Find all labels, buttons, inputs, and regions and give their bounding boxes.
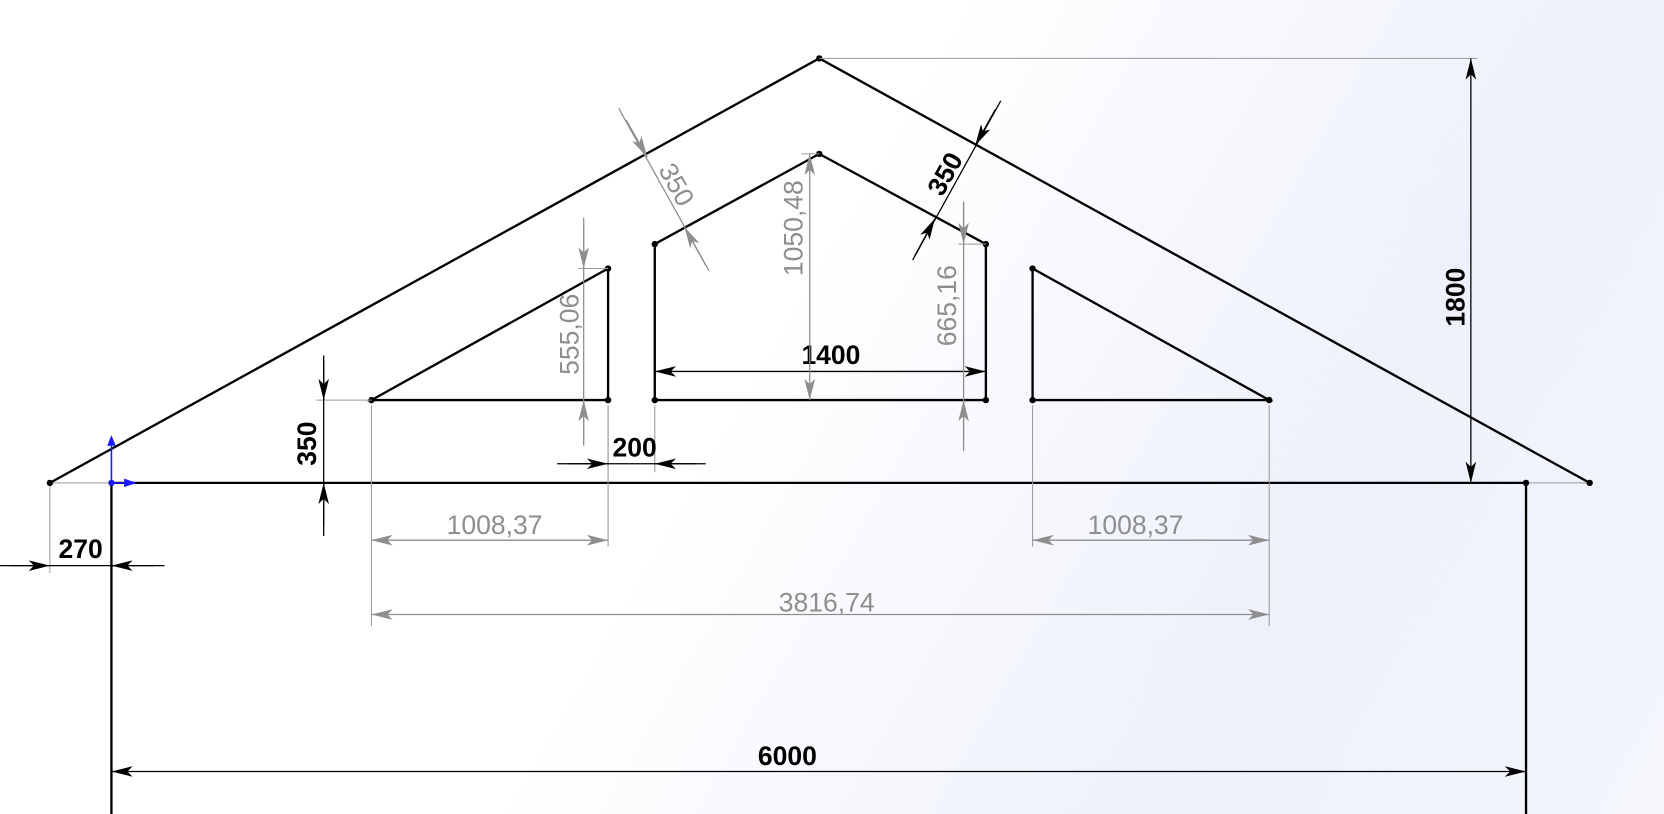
dimension-text: 200 xyxy=(612,432,656,462)
dimension-text: 350 xyxy=(653,158,701,211)
center-pentagon-cutout[interactable] xyxy=(653,152,988,402)
dimension-left-base[interactable]: 1008,37 xyxy=(371,405,609,547)
dimension-text: 350 xyxy=(921,147,969,200)
dimension-height-total[interactable]: 1800 xyxy=(819,57,1478,483)
dimension-text: 1008,37 xyxy=(1088,510,1184,540)
dimension-overall-base[interactable]: 3816,74 xyxy=(370,405,1270,627)
dimension-gap[interactable]: 200 xyxy=(557,405,706,473)
dimension-sill-height[interactable]: 350 xyxy=(292,355,372,536)
dimension-roof-offset-left[interactable]: 350 xyxy=(618,107,710,271)
dimension-right-base[interactable]: 1008,37 xyxy=(1032,405,1270,547)
dimension-text: 1800 xyxy=(1440,268,1470,327)
sketch-points xyxy=(46,55,1593,487)
right-triangle-cutout[interactable] xyxy=(1031,266,1274,402)
dimension-text: 270 xyxy=(59,534,103,564)
dimension-text: 555,06 xyxy=(554,294,584,375)
dimension-center-height[interactable]: 1050,48 xyxy=(778,153,820,401)
dimension-left-height[interactable]: 555,06 xyxy=(554,217,609,446)
dimension-text: 1008,37 xyxy=(447,510,543,540)
dimension-text: 3816,74 xyxy=(779,587,875,617)
dimension-width-total[interactable]: 6000 xyxy=(111,741,1527,777)
dimension-overhang[interactable]: 270 xyxy=(0,486,165,574)
dimension-text: 1050,48 xyxy=(778,180,808,276)
left-triangle-cutout[interactable] xyxy=(366,266,610,402)
dimension-text: 6000 xyxy=(758,741,817,771)
dimension-text: 665,16 xyxy=(932,265,962,346)
dimension-center-side-height[interactable]: 665,16 xyxy=(932,201,986,452)
dimension-text: 350 xyxy=(292,421,322,465)
origin-icon xyxy=(107,435,137,488)
dimension-roof-offset-right[interactable]: 350 xyxy=(912,100,1002,261)
roof-outline[interactable] xyxy=(49,57,1591,485)
